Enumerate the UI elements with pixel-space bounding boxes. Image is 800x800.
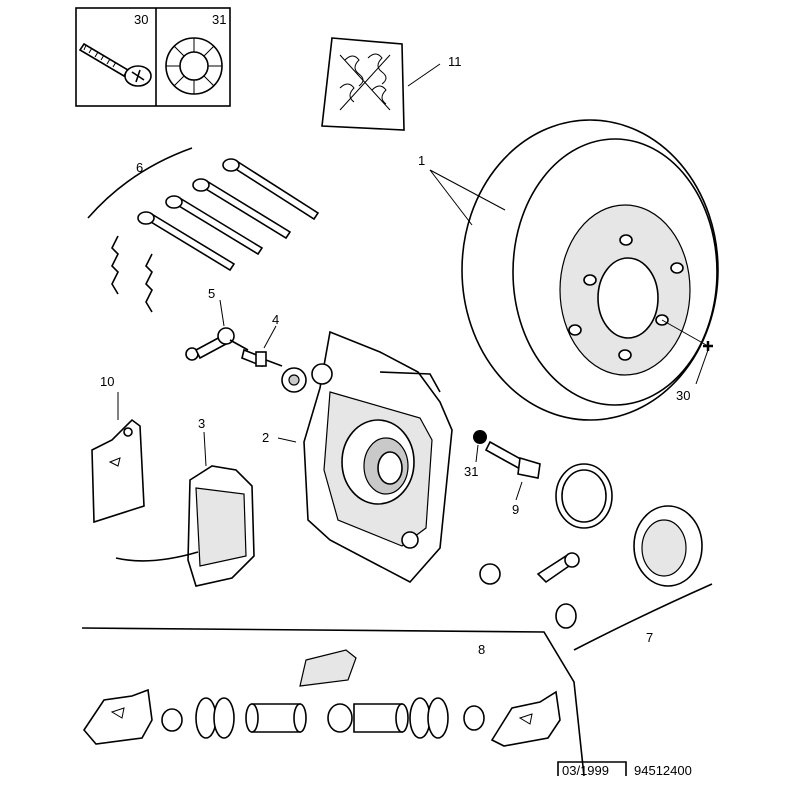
screw-icon: [78, 42, 152, 87]
footer: 03/1999 94512400: [557, 761, 692, 778]
caliper-bolt-icon: [484, 440, 541, 479]
callout-7: 7: [646, 630, 653, 645]
callout-2: 2: [262, 430, 269, 445]
callout-8: 8: [478, 642, 485, 657]
callout-10: 10: [100, 374, 114, 389]
footer-date: 03/1999: [562, 763, 609, 778]
guide-pin-set-icon: [137, 158, 320, 272]
legend-label-30: 30: [134, 12, 148, 27]
lock-washer-icon: [165, 37, 223, 95]
callout-30: 30: [676, 388, 690, 403]
legend-box: 30 31: [75, 7, 231, 107]
caliper-icon: [281, 330, 453, 584]
bleed-valve-icon: [241, 348, 283, 368]
callout-11: 11: [448, 54, 462, 69]
callout-5: 5: [208, 286, 215, 301]
callout-6: 6: [136, 160, 143, 175]
footer-reference: 94512400: [634, 763, 692, 778]
cross-marker-icon: [703, 341, 713, 351]
legend-label-31: 31: [212, 12, 226, 27]
brake-disc-icon: [461, 119, 719, 421]
repair-kit-parts: [82, 649, 561, 747]
brake-pad-icon: [115, 465, 255, 587]
callout-9: 9: [512, 502, 519, 517]
washer-marker-icon: [473, 430, 487, 444]
callout-4: 4: [272, 312, 279, 327]
callout-3: 3: [198, 416, 205, 431]
anti-rattle-clip-icon: [111, 235, 153, 313]
spring-packet-icon: [321, 37, 405, 131]
seal-kit-icon: [479, 463, 703, 629]
callout-1: 1: [418, 153, 425, 168]
kit-bracket: [81, 627, 585, 777]
callout-31: 31: [464, 464, 478, 479]
pad-shim-icon: [91, 418, 145, 524]
bleed-screw-icon: [185, 327, 249, 361]
